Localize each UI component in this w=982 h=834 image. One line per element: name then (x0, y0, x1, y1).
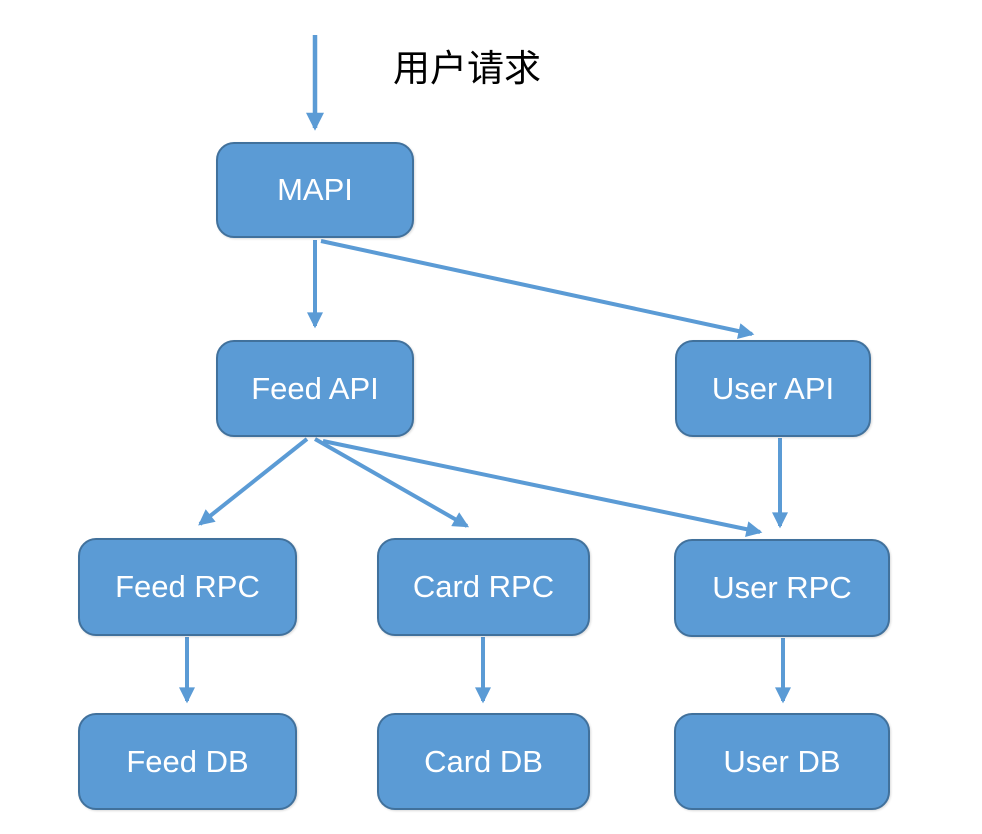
node-card-db: Card DB (377, 713, 590, 810)
node-feed-rpc: Feed RPC (78, 538, 297, 636)
user-request-label: 用户请求 (393, 48, 541, 89)
edge-mapi-to-user-api (320, 239, 755, 339)
node-user-rpc: User RPC (674, 539, 890, 637)
node-user-api: User API (675, 340, 871, 437)
edge-feed-api-to-card-rpc (314, 437, 470, 528)
node-feed-api: Feed API (216, 340, 414, 437)
node-user-db: User DB (674, 713, 890, 810)
edge-feed-api-to-feed-rpc (198, 437, 309, 526)
node-feed-db: Feed DB (78, 713, 297, 810)
node-mapi: MAPI (216, 142, 414, 238)
edge-feed-api-to-user-rpc (322, 439, 763, 538)
node-card-rpc: Card RPC (377, 538, 590, 636)
